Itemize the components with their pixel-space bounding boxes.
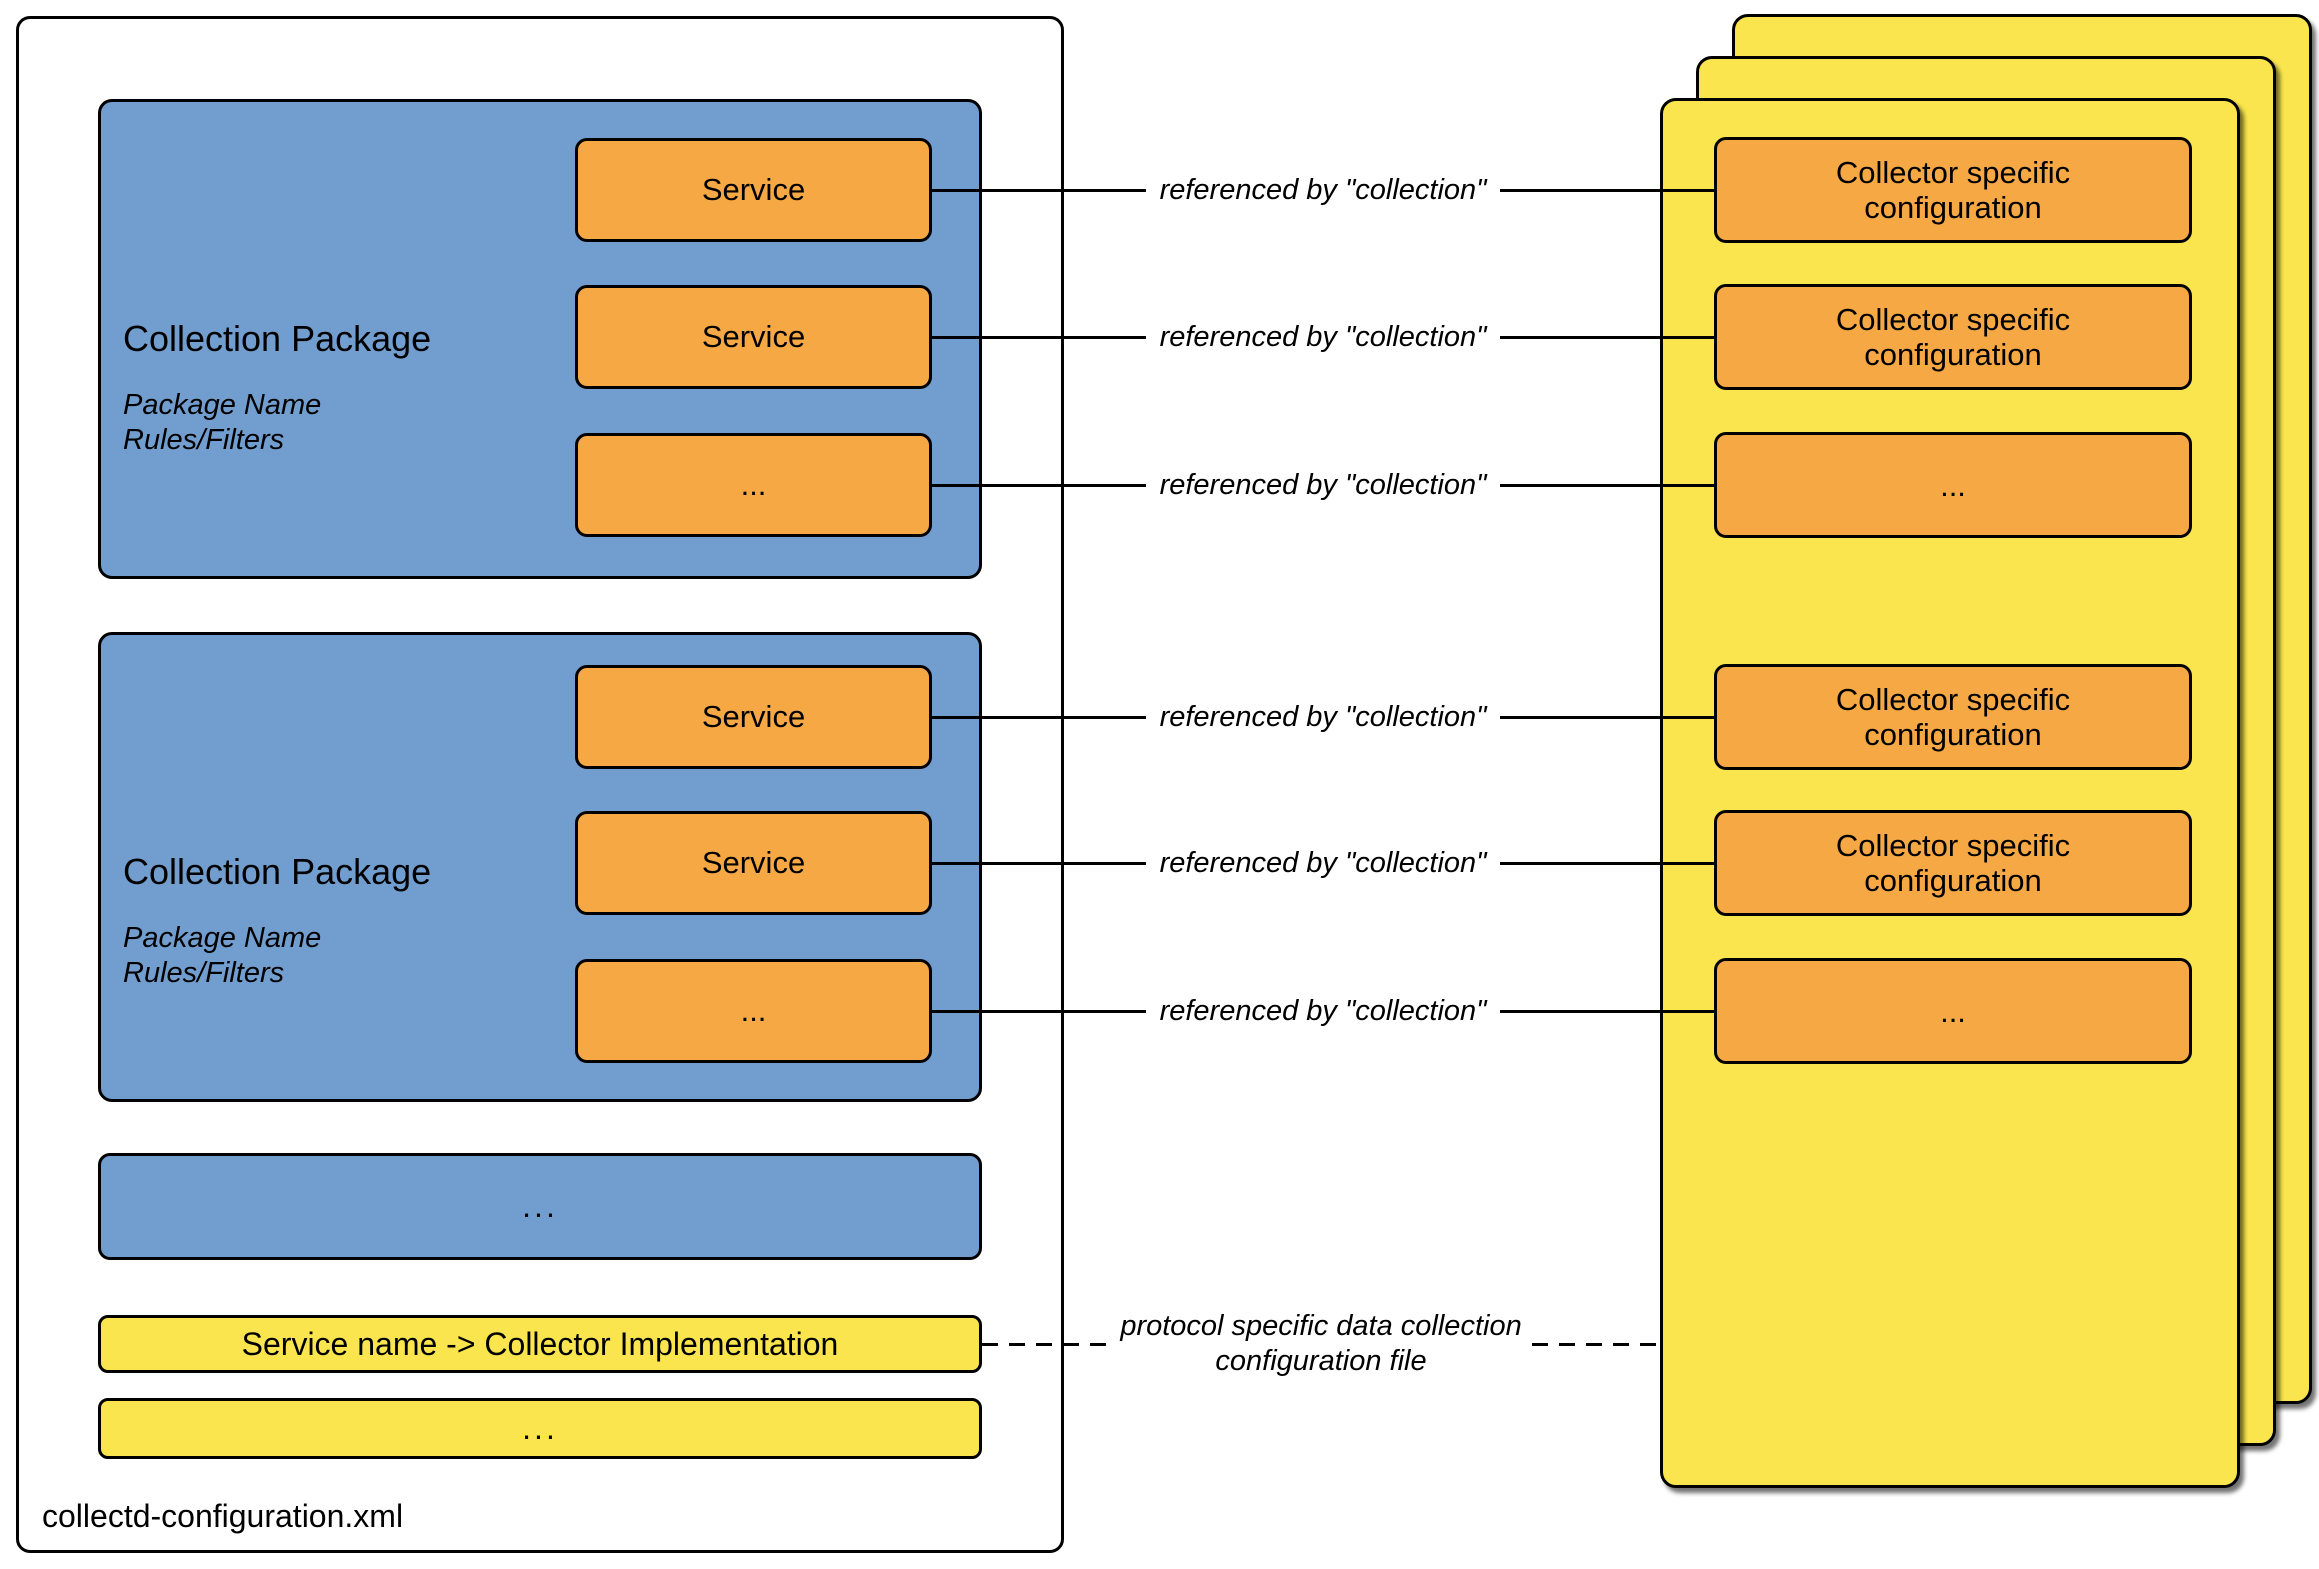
package-name-label: Package Name [123,389,322,421]
reference-label: referenced by "collection" [1159,173,1487,206]
more-mappings-label: ... [522,1410,558,1446]
collector-specific-config-box: Collector specific configuration [1714,284,2192,390]
package-name-label: Package Name [123,922,322,954]
reference-connector: referenced by "collection" [932,170,1714,210]
collector-specific-config-box: Collector specific configuration [1714,137,2192,243]
service-box: Service [575,665,932,769]
more-packages-box: ... [98,1153,982,1260]
service-more-box: ... [575,959,932,1063]
connector-line [1500,335,1714,339]
connector-line [932,188,1146,192]
reference-label: referenced by "collection" [1159,700,1487,733]
connector-line [1500,1009,1714,1013]
rules-filters-label: Rules/Filters [123,424,285,456]
connector-line [932,1009,1146,1013]
collectd-configuration-file-label: collectd-configuration.xml [42,1498,404,1534]
dashed-connector-line [982,1342,1111,1346]
reference-label: referenced by "collection" [1159,320,1487,353]
service-more-label: ... [740,467,767,502]
collection-package-title: Collection Package [123,851,432,892]
reference-connector: referenced by "collection" [932,991,1714,1031]
connector-line [1500,483,1714,487]
service-label: Service [701,319,806,354]
service-collector-mapping-label: Service name -> Collector Implementation [241,1325,839,1362]
service-more-box: ... [575,433,932,537]
service-collector-mapping-box: Service name -> Collector Implementation [98,1315,982,1373]
connector-line [932,483,1146,487]
collector-specific-config-box: Collector specific configuration [1714,664,2192,770]
connector-line [1500,861,1714,865]
collector-specific-config-label: Collector specific configuration [1835,155,2071,225]
more-mappings-box: ... [98,1398,982,1459]
service-box: Service [575,138,932,242]
collector-config-more-label: ... [1940,467,1966,503]
reference-label: referenced by "collection" [1159,846,1487,879]
rules-filters-label: Rules/Filters [123,957,285,989]
protocol-config-label: protocol specific data collection config… [1110,1309,1531,1379]
collector-config-more-box: ... [1714,432,2192,538]
service-more-label: ... [740,993,767,1028]
reference-connector: referenced by "collection" [932,843,1714,883]
connector-line [932,335,1146,339]
more-packages-label: ... [522,1188,558,1224]
service-box: Service [575,285,932,389]
protocol-config-connector: protocol specific data collection config… [982,1304,1661,1384]
protocol-config-label-line2: configuration file [1215,1345,1427,1377]
collector-config-more-label: ... [1940,993,1966,1029]
collection-package-title: Collection Package [123,318,432,359]
dashed-connector-line [1531,1342,1661,1346]
connector-line [1500,188,1714,192]
collector-specific-config-label: Collector specific configuration [1835,828,2071,898]
service-label: Service [701,172,806,207]
service-label: Service [701,845,806,880]
reference-connector: referenced by "collection" [932,697,1714,737]
collector-specific-config-label: Collector specific configuration [1835,682,2071,752]
collector-specific-config-label: Collector specific configuration [1835,302,2071,372]
reference-label: referenced by "collection" [1159,994,1487,1027]
reference-label: referenced by "collection" [1159,468,1487,501]
connector-line [1500,715,1714,719]
collector-config-more-box: ... [1714,958,2192,1064]
connector-line [932,861,1146,865]
reference-connector: referenced by "collection" [932,465,1714,505]
service-box: Service [575,811,932,915]
reference-connector: referenced by "collection" [932,317,1714,357]
collector-specific-config-box: Collector specific configuration [1714,810,2192,916]
connector-line [932,715,1146,719]
service-label: Service [701,699,806,734]
protocol-config-label-line1: protocol specific data collection [1120,1310,1522,1342]
